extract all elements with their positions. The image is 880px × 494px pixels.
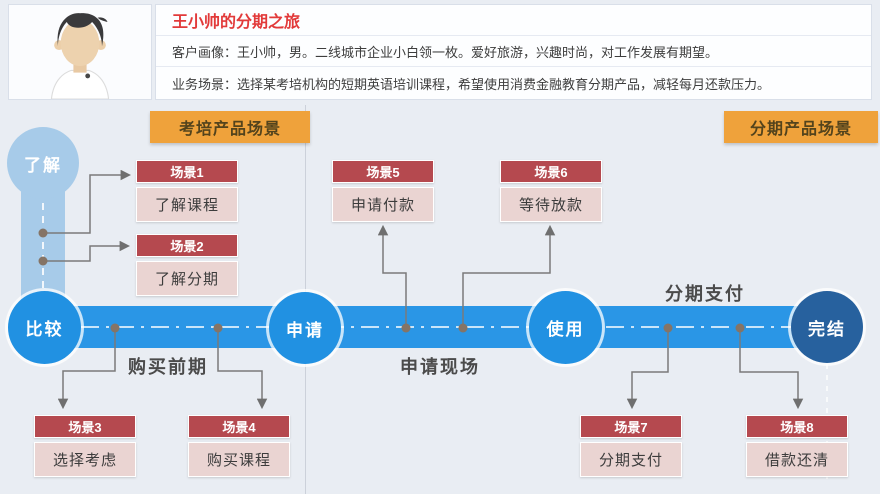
scene-3-label: 选择考虑 <box>34 442 136 477</box>
avatar <box>8 4 152 100</box>
scene-8-tag: 场景8 <box>746 415 848 438</box>
scene-box-6: 场景6 等待放款 <box>500 160 602 222</box>
stage-circle-use: 使用 <box>529 291 602 364</box>
scene-box-4: 场景4 购买课程 <box>188 415 290 477</box>
scene-6-label: 等待放款 <box>500 187 602 222</box>
scene-2-label: 了解分期 <box>136 261 238 296</box>
customer-profile-text: 客户画像：王小帅，男。二线城市企业小白领一枚。爱好旅游，兴趣时尚，对工作发展有期… <box>172 44 719 60</box>
journey-title-row: 王小帅的分期之旅 <box>156 5 871 36</box>
scene-1-label: 了解课程 <box>136 187 238 222</box>
scene-6-tag: 场景6 <box>500 160 602 183</box>
scene-box-8: 场景8 借款还清 <box>746 415 848 477</box>
scene-box-3: 场景3 选择考虑 <box>34 415 136 477</box>
scene-box-7: 场景7 分期支付 <box>580 415 682 477</box>
customer-info-panel: 王小帅的分期之旅 客户画像：王小帅，男。二线城市企业小白领一枚。爱好旅游，兴趣时… <box>155 4 872 100</box>
customer-profile-row: 客户画像：王小帅，男。二线城市企业小白领一枚。爱好旅游，兴趣时尚，对工作发展有期… <box>156 36 871 67</box>
scene-4-label: 购买课程 <box>188 442 290 477</box>
scene-4-tag: 场景4 <box>188 415 290 438</box>
stage-circle-apply: 申请 <box>269 292 341 364</box>
scene-5-label: 申请付款 <box>332 187 434 222</box>
stage-circle-compare: 比较 <box>8 291 81 364</box>
badge-training-product: 考培产品场景 <box>150 111 310 143</box>
badge-installment-product: 分期产品场景 <box>724 111 878 143</box>
scene-7-label: 分期支付 <box>580 442 682 477</box>
stage-circle-awareness: 了解 <box>7 127 79 199</box>
timeline-bar <box>44 306 828 348</box>
scene-2-tag: 场景2 <box>136 234 238 257</box>
scene-box-1: 场景1 了解课程 <box>136 160 238 222</box>
scene-5-tag: 场景5 <box>332 160 434 183</box>
business-scene-row: 业务场景：选择某考培机构的短期英语培训课程，希望使用消费金融教育分期产品，减轻每… <box>156 67 871 99</box>
scene-8-label: 借款还清 <box>746 442 848 477</box>
person-icon <box>50 13 110 99</box>
business-scene-text: 业务场景：选择某考培机构的短期英语培训课程，希望使用消费金融教育分期产品，减轻每… <box>172 76 771 92</box>
phase-label-installment: 分期支付 <box>665 284 745 304</box>
stage-circle-complete: 完结 <box>791 291 863 363</box>
scene-box-2: 场景2 了解分期 <box>136 234 238 296</box>
phase-label-application: 申请现场 <box>400 357 480 377</box>
scene-3-tag: 场景3 <box>34 415 136 438</box>
phase-label-pre-purchase: 购买前期 <box>128 357 208 377</box>
page-title: 王小帅的分期之旅 <box>172 14 301 31</box>
scene-7-tag: 场景7 <box>580 415 682 438</box>
scene-box-5: 场景5 申请付款 <box>332 160 434 222</box>
scene-1-tag: 场景1 <box>136 160 238 183</box>
